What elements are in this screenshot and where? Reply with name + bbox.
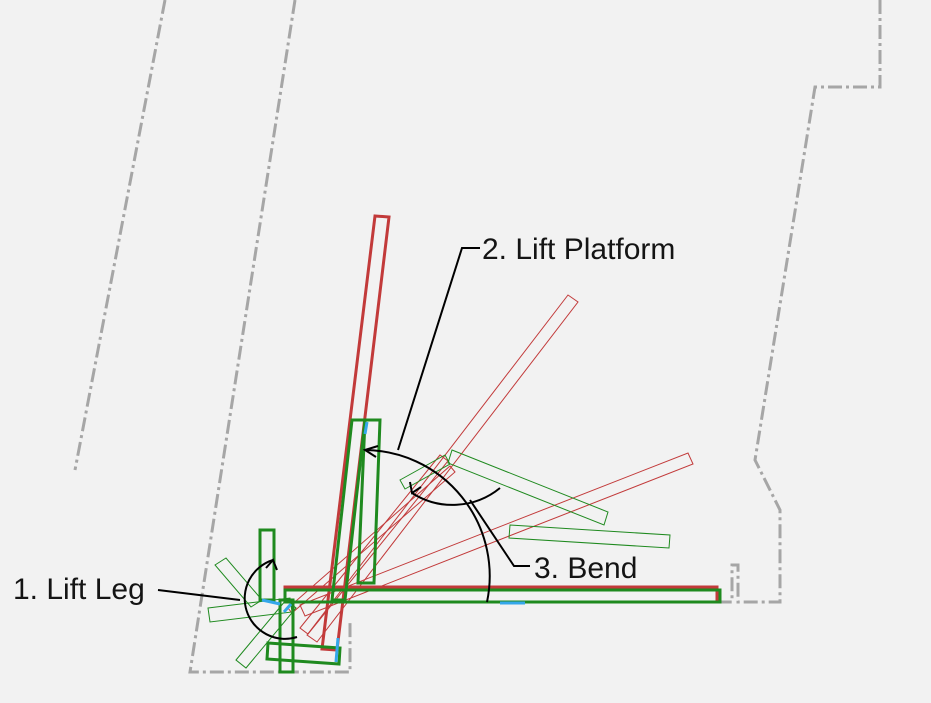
bend-leader — [469, 499, 530, 567]
bend-rotation-arc — [411, 487, 501, 506]
lift-leg-raised-a — [330, 418, 367, 602]
lift-leg-lowered — [283, 588, 722, 604]
lift-platform-label: 2. Lift Platform — [482, 233, 675, 266]
rotation-arcs — [243, 445, 501, 640]
leg-rotation-arc — [243, 559, 298, 640]
room-boundary — [73, 0, 882, 674]
lift-leg-leader — [157, 589, 241, 601]
lift-leg — [258, 418, 722, 674]
lift-leg-raised-b — [356, 418, 382, 585]
lift-leg-vertical — [258, 528, 276, 602]
leg-rotation-ghosts — [207, 449, 671, 669]
lift-platform-leader — [397, 247, 480, 451]
lift-leg-label: 1. Lift Leg — [13, 573, 145, 606]
pivot-joints — [261, 421, 525, 663]
bend-label: 3. Bend — [534, 552, 637, 585]
platform-rotation-arc — [364, 449, 491, 603]
lift-leg-lower — [278, 598, 295, 674]
lift-leg-foot — [265, 641, 342, 666]
annotation-leaders — [157, 247, 530, 601]
